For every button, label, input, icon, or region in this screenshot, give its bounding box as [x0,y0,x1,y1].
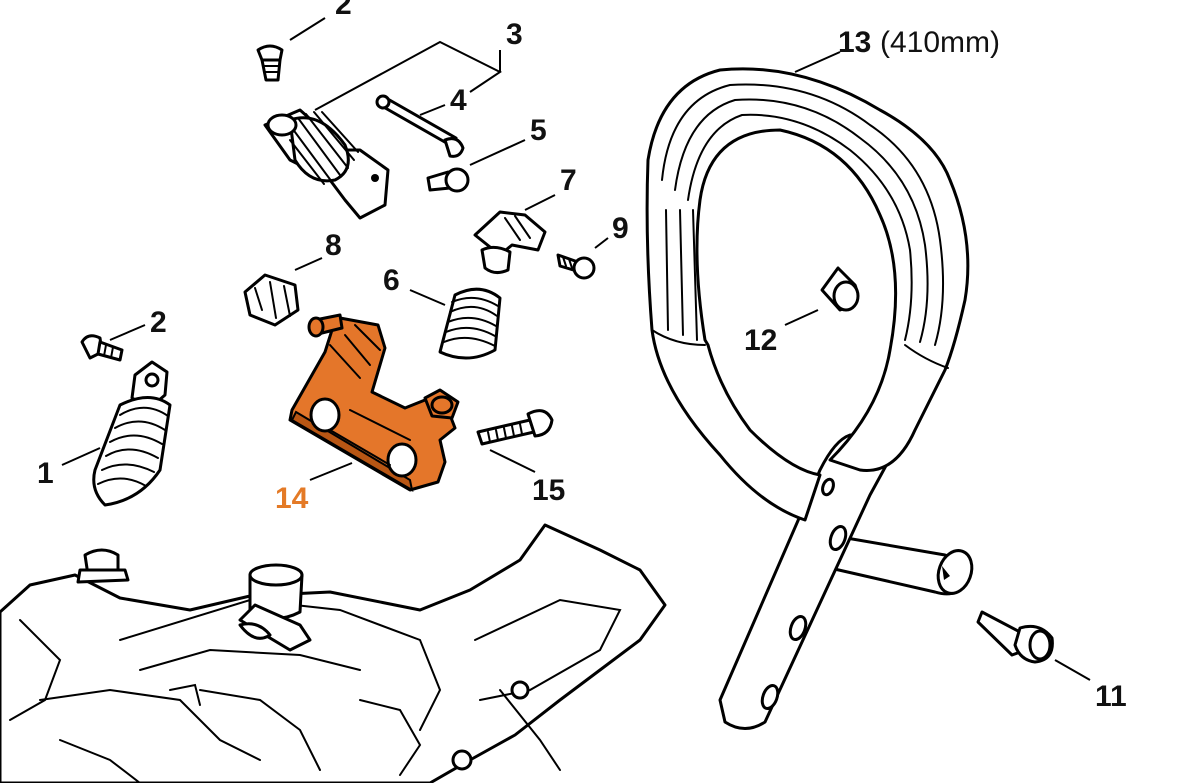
pin-4 [375,94,465,158]
label-9: 9 [612,212,629,245]
spring-6 [438,287,502,360]
label-3: 3 [506,18,523,51]
housing [0,523,667,783]
bushing-12 [820,266,860,312]
label-8: 8 [325,229,342,262]
label-2-left: 2 [150,306,167,339]
label-5: 5 [530,114,547,147]
screw-11 [976,610,1054,664]
screw-9 [556,253,596,280]
label-11: 11 [1095,680,1127,713]
stop-7 [473,210,547,275]
label-13-size: (410mm) [880,26,1000,59]
handlebar [645,67,974,730]
spring-1 [92,360,172,507]
spring-assembly-3 [263,108,390,220]
screw-2-top [256,44,284,82]
screw-2-left [80,334,124,362]
bushing-8 [243,273,300,327]
label-15: 15 [532,474,565,507]
label-6: 6 [383,264,400,297]
label-12: 12 [744,324,777,357]
screw-15 [476,409,554,446]
screw-5 [426,167,470,193]
leader-lines [61,17,1091,681]
label-2-top: 2 [335,0,352,21]
label-7: 7 [560,164,577,197]
label-14: 14 [275,482,309,515]
label-13: 13 [838,26,871,59]
av-mount-14 [288,313,460,492]
label-4: 4 [450,84,467,117]
label-1: 1 [37,457,54,490]
